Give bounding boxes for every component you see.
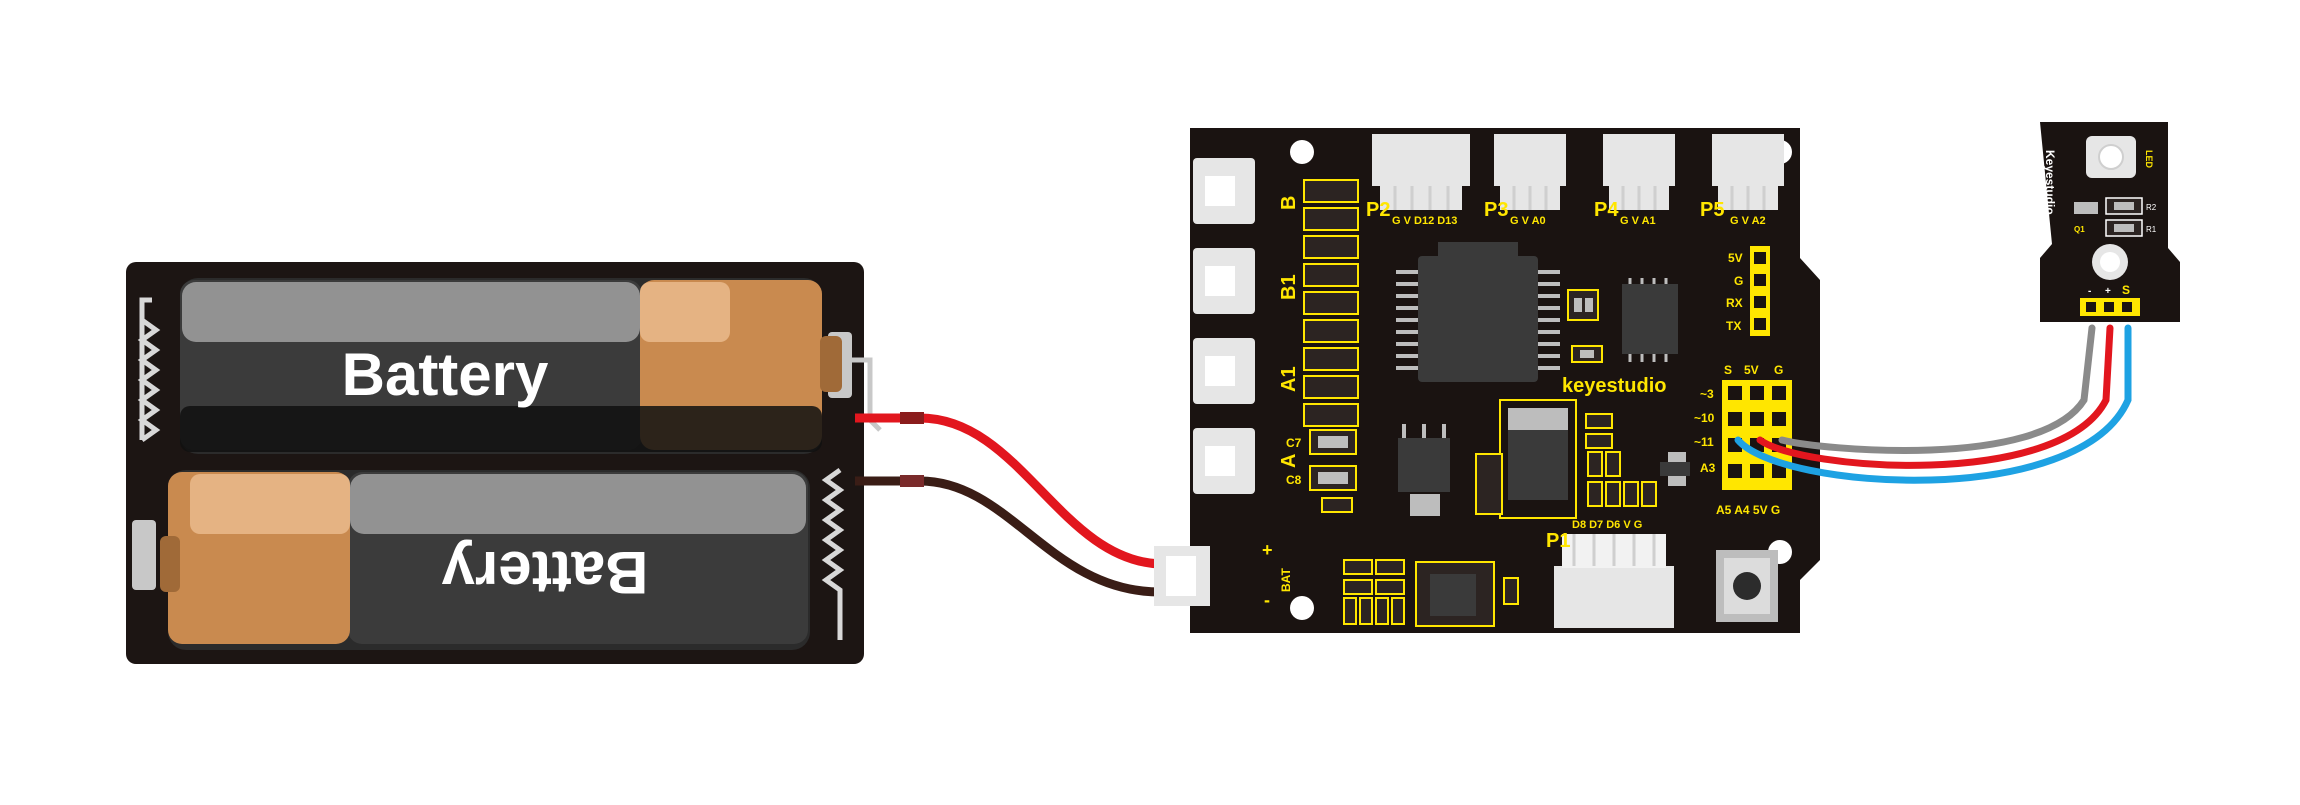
led-component bbox=[2086, 136, 2136, 178]
power-minus: - bbox=[1264, 590, 1270, 610]
header-label-5v: 5V bbox=[1728, 251, 1743, 265]
motor-label-b: B bbox=[1278, 196, 1300, 210]
port-pins-p1: D8 D7 D6 V G bbox=[1572, 519, 1642, 531]
servo-col-5v: 5V bbox=[1744, 363, 1759, 377]
servo-bottom-labels: A5 A4 5V G bbox=[1716, 503, 1780, 517]
servo-row-a3: A3 bbox=[1700, 461, 1716, 475]
bottom-components bbox=[1343, 559, 1519, 627]
header-label-g: G bbox=[1734, 274, 1743, 288]
cap-label-c8: C8 bbox=[1286, 473, 1302, 487]
motor-label-b1: B1 bbox=[1278, 274, 1300, 300]
port-label-p1: P1 bbox=[1546, 530, 1570, 552]
resistor-array bbox=[1303, 179, 1359, 427]
port-pins-p4: G V A1 bbox=[1620, 215, 1656, 227]
power-plus: + bbox=[1262, 540, 1273, 560]
port-pins-p2: G V D12 D13 bbox=[1392, 215, 1457, 227]
battery-cell-bottom: Battery bbox=[160, 470, 810, 650]
cap-label-c7: C7 bbox=[1286, 436, 1302, 450]
control-board: B B1 A1 A C7 C8 bbox=[1154, 128, 1820, 633]
led-text: LED bbox=[2144, 150, 2154, 169]
header-label-tx: TX bbox=[1726, 319, 1741, 333]
motor-label-a1: A1 bbox=[1278, 366, 1300, 392]
signal-wires bbox=[1734, 324, 2132, 484]
port-pins-p5: G V A2 bbox=[1730, 215, 1766, 227]
led-module: LED Keyestudio Q1 R2 R1 - + S bbox=[2040, 122, 2180, 322]
motor-label-a: A bbox=[1278, 454, 1300, 468]
port-label-p3: P3 bbox=[1484, 199, 1508, 221]
port-label-p5: P5 bbox=[1700, 199, 1724, 221]
header-label-rx: RX bbox=[1726, 296, 1743, 310]
brand-label: keyestudio bbox=[1562, 375, 1666, 397]
p1-connector bbox=[1554, 534, 1674, 628]
q1-label: Q1 bbox=[2074, 225, 2085, 234]
reset-button bbox=[1716, 550, 1778, 622]
port-label-p4: P4 bbox=[1594, 199, 1619, 221]
serial-header bbox=[1750, 246, 1770, 336]
servo-col-s: S bbox=[1724, 363, 1732, 377]
pin-s: S bbox=[2122, 283, 2130, 297]
r2-label: R2 bbox=[2146, 203, 2157, 212]
motor-driver-chip bbox=[1396, 242, 1560, 382]
power-wires bbox=[855, 412, 1161, 597]
servo-row-10: ~10 bbox=[1694, 411, 1715, 425]
r1-label: R1 bbox=[2146, 225, 2157, 234]
led-module-pins bbox=[2080, 298, 2140, 316]
port-label-p2: P2 bbox=[1366, 199, 1390, 221]
servo-row-3: ~3 bbox=[1700, 387, 1714, 401]
connector-pins bbox=[1393, 186, 1766, 210]
servo-row-11: ~11 bbox=[1694, 435, 1714, 449]
power-connector bbox=[1154, 546, 1210, 606]
battery-label-bottom: Battery bbox=[441, 539, 648, 606]
servo-header bbox=[1722, 380, 1792, 490]
voltage-regulator bbox=[1398, 399, 1577, 519]
pin-minus: - bbox=[2088, 286, 2091, 297]
power-bat-label: BAT bbox=[1279, 568, 1293, 592]
logic-chip bbox=[1622, 278, 1678, 362]
led-module-brand: Keyestudio bbox=[2043, 150, 2057, 215]
motor-connectors bbox=[1193, 158, 1255, 494]
port-pins-p3: G V A0 bbox=[1510, 215, 1546, 227]
pin-plus: + bbox=[2105, 286, 2111, 297]
smd-cluster bbox=[1585, 413, 1657, 507]
battery-cell-top: Battery bbox=[180, 278, 842, 454]
servo-col-g: G bbox=[1774, 363, 1783, 377]
battery-label-top: Battery bbox=[342, 341, 549, 408]
